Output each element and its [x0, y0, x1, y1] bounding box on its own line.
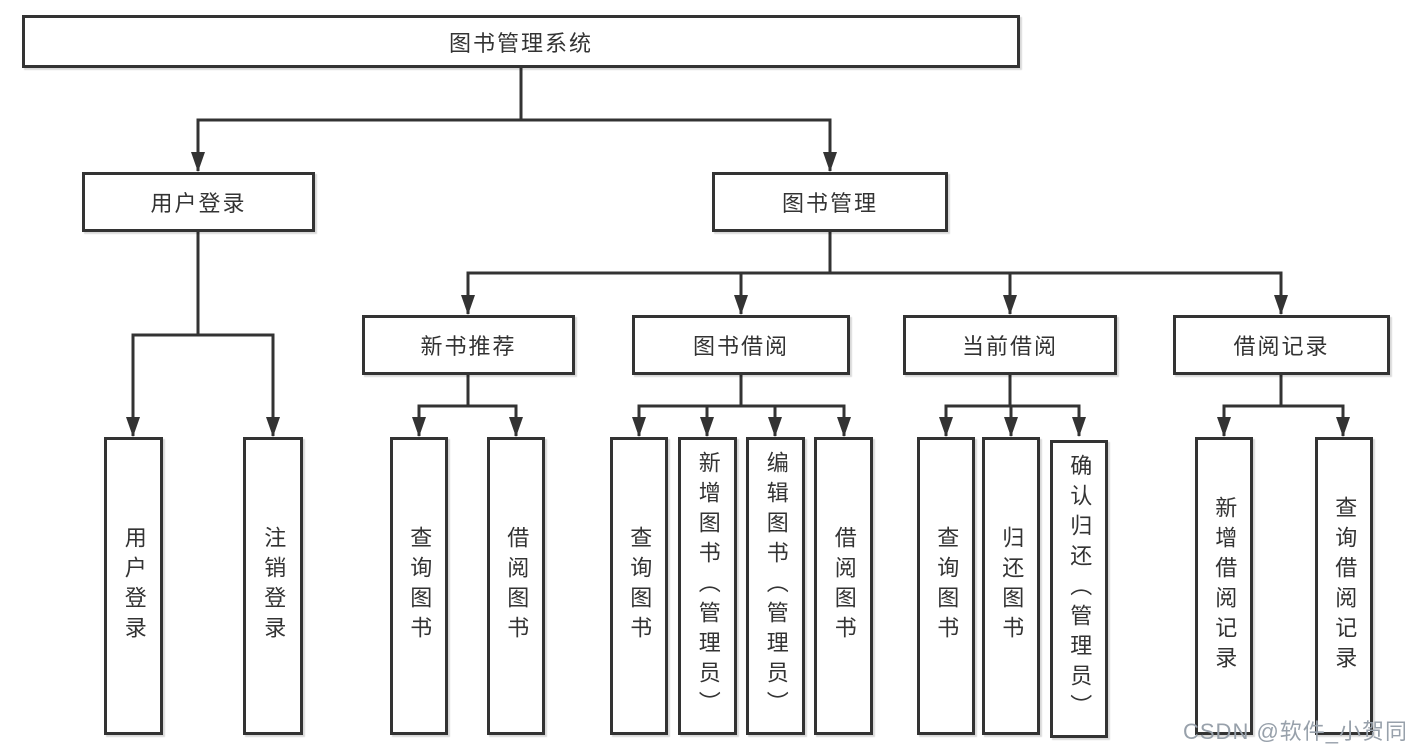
- node-current-borrowing: 当前借阅: [903, 315, 1117, 375]
- leaf-br-query-record: 查询借阅记录: [1315, 437, 1373, 735]
- node-label: 图书管理系统: [448, 30, 593, 56]
- leaf-nb-borrow-books: 借阅图书: [487, 437, 545, 735]
- node-label: 查询图书: [627, 526, 653, 646]
- node-label: 图书借阅: [692, 334, 789, 359]
- node-book-management: 图书管理: [712, 172, 948, 232]
- node-label: 确认归还（管理员）: [1067, 454, 1093, 724]
- node-label: 新增借阅记录: [1212, 496, 1238, 676]
- node-library-management-system: 图书管理系统: [22, 15, 1020, 68]
- node-label: 新书推荐: [420, 334, 517, 359]
- node-label: 当前借阅: [961, 334, 1058, 359]
- leaf-nb-query-books: 查询图书: [390, 437, 448, 735]
- leaf-cb-query-books: 查询图书: [917, 437, 975, 735]
- node-label: 查询图书: [934, 526, 960, 646]
- leaf-logout: 注销登录: [243, 437, 303, 735]
- leaf-bb-borrow-books: 借阅图书: [814, 437, 873, 735]
- leaf-cb-confirm-return-admin: 确认归还（管理员）: [1050, 440, 1108, 738]
- node-borrow-records: 借阅记录: [1173, 315, 1390, 375]
- leaf-user-login: 用户登录: [104, 437, 163, 735]
- node-label: 借阅记录: [1233, 334, 1330, 359]
- node-label: 查询图书: [407, 526, 433, 646]
- leaf-bb-edit-books-admin: 编辑图书（管理员）: [746, 437, 805, 735]
- node-label: 借阅图书: [504, 526, 530, 646]
- node-label: 用户登录: [150, 191, 247, 216]
- node-book-borrowing: 图书借阅: [632, 315, 850, 375]
- node-new-book-recommend: 新书推荐: [362, 315, 575, 375]
- node-label: 用户登录: [121, 526, 147, 646]
- leaf-bb-query-books: 查询图书: [610, 437, 668, 735]
- node-label: 查询借阅记录: [1332, 496, 1358, 676]
- leaf-cb-return-books: 归还图书: [982, 437, 1040, 735]
- leaf-br-add-record: 新增借阅记录: [1195, 437, 1253, 735]
- node-label: 归还图书: [999, 526, 1025, 646]
- leaf-bb-add-books-admin: 新增图书（管理员）: [678, 437, 737, 735]
- node-user-login: 用户登录: [82, 172, 315, 232]
- node-label: 新增图书（管理员）: [695, 451, 721, 721]
- watermark: CSDN @软件_小贺同学: [1183, 719, 1405, 744]
- node-label: 借阅图书: [831, 526, 857, 646]
- node-label: 编辑图书（管理员）: [763, 451, 789, 721]
- node-label: 注销登录: [261, 526, 287, 646]
- node-label: 图书管理: [781, 191, 878, 216]
